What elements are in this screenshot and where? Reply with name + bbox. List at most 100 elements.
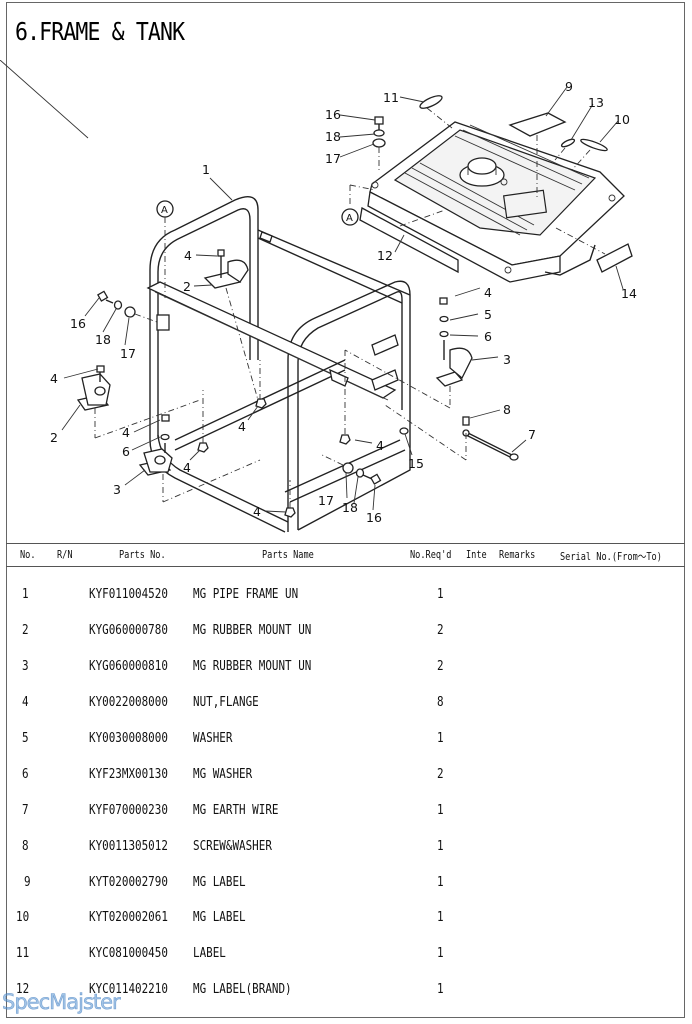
- rubber-mount-3-left: [138, 414, 261, 503]
- cell-parts-no: KY0022008000: [89, 695, 168, 710]
- cell-parts-name: WASHER: [193, 731, 233, 746]
- watermark-logo: SpecMajster: [2, 990, 121, 1015]
- cell-no: 10: [16, 910, 30, 925]
- nut-icon: [284, 507, 296, 518]
- cell-qty: 2: [437, 623, 444, 638]
- cell-parts-name: NUT,FLANGE: [193, 695, 259, 710]
- table-row: 5 KY0030008000 WASHER 1: [0, 731, 692, 751]
- cell-no: 6: [22, 767, 29, 782]
- cell-no: 7: [22, 803, 29, 818]
- table-row: 7 KYF070000230 MG EARTH WIRE 1: [0, 803, 692, 823]
- callout: 6: [122, 444, 130, 459]
- callout: 5: [484, 307, 492, 322]
- cell-no: 5: [22, 731, 29, 746]
- cell-no: 8: [22, 839, 29, 854]
- cell-parts-name: LABEL: [193, 946, 226, 961]
- cell-parts-no: KYT020002061: [89, 910, 168, 925]
- callout: 8: [503, 402, 511, 417]
- cell-parts-name: MG LABEL: [193, 910, 246, 925]
- cell-parts-name: MG RUBBER MOUNT UN: [193, 659, 312, 674]
- cell-qty: 8: [437, 695, 444, 710]
- label-12-shape: [359, 206, 459, 274]
- exploded-parts-diagram: 1 4 2 16 18 17 4 2 4 6 3 4 4 4 17 18 16 …: [0, 59, 692, 540]
- rubber-mount-3-right: [344, 297, 473, 435]
- table-row: 4 KY0022008000 NUT,FLANGE 8: [0, 695, 692, 715]
- callout: 17: [325, 151, 341, 166]
- callout: 18: [325, 129, 341, 144]
- callout: 7: [528, 427, 536, 442]
- header-rn: R/N: [57, 549, 73, 561]
- nut-icon: [255, 398, 267, 409]
- callout: 18: [95, 332, 111, 347]
- cell-qty: 1: [437, 803, 444, 818]
- cell-parts-no: KY0011305012: [89, 839, 168, 854]
- callout: 14: [621, 286, 637, 301]
- cell-qty: 1: [437, 910, 444, 925]
- cell-parts-name: MG PIPE FRAME UN: [193, 587, 299, 602]
- table-row: 8 KY0011305012 SCREW&WASHER 1: [0, 839, 692, 859]
- cell-parts-name: MG RUBBER MOUNT UN: [193, 623, 312, 638]
- table-row: 3 KYG060000810 MG RUBBER MOUNT UN 2: [0, 659, 692, 679]
- callout: 11: [383, 90, 399, 105]
- callout: 4: [376, 438, 384, 453]
- rubber-mount-2-lower: [76, 365, 201, 439]
- callout: 10: [614, 112, 630, 127]
- nut-icon: [339, 434, 351, 445]
- callout: 16: [366, 510, 382, 525]
- cell-qty: 1: [437, 982, 444, 997]
- cell-no: 4: [22, 695, 29, 710]
- page-title: 6.FRAME & TANK: [15, 17, 185, 46]
- callout: 4: [50, 371, 58, 386]
- table-row: 2 KYG060000780 MG RUBBER MOUNT UN 2: [0, 623, 692, 643]
- ref-label-a: A: [346, 213, 353, 224]
- header-serial: Serial No.(From～To): [560, 551, 662, 563]
- table-row: 10 KYT020002061 MG LABEL 1: [0, 910, 692, 930]
- callout: 4: [253, 504, 261, 519]
- header-parts-no: Parts No.: [119, 549, 166, 561]
- label-13-shape: [560, 138, 576, 148]
- header-no: No.: [20, 549, 36, 561]
- header-inte: Inte: [466, 549, 487, 561]
- table-header-border-bottom: [6, 566, 685, 567]
- table-row: 1 KYF011004520 MG PIPE FRAME UN 1: [0, 587, 692, 607]
- header-parts-name: Parts Name: [262, 549, 314, 561]
- callout: 15: [408, 456, 424, 471]
- header-remarks: Remarks: [499, 549, 536, 561]
- table-row: 6 KYF23MX00130 MG WASHER 2: [0, 767, 692, 787]
- cell-parts-no: KYG060000780: [89, 623, 168, 638]
- table-row: 11 KYC081000450 LABEL 1: [0, 946, 692, 966]
- nut-icon: [197, 442, 209, 453]
- callout: 4: [122, 425, 130, 440]
- callout: 17: [318, 493, 334, 508]
- cell-qty: 1: [437, 731, 444, 746]
- cell-parts-no: KYT020002790: [89, 875, 168, 890]
- callout: 18: [342, 500, 358, 515]
- label-14-shape: [596, 243, 633, 273]
- side-bolt-left: [97, 290, 158, 323]
- callout: 2: [50, 430, 58, 445]
- earth-wire: [384, 404, 519, 461]
- grommet-15: [399, 427, 409, 435]
- cell-parts-no: KYF070000230: [89, 803, 168, 818]
- cell-parts-name: MG LABEL(BRAND): [193, 982, 292, 997]
- callout: 4: [184, 248, 192, 263]
- label-10-shape: [580, 138, 608, 152]
- cell-qty: 1: [437, 587, 444, 602]
- table-header-border-top: [6, 543, 685, 544]
- cell-parts-name: MG LABEL: [193, 875, 246, 890]
- tank-bolt-stack: [372, 116, 386, 172]
- header-qty: No.Req'd: [410, 549, 452, 561]
- cell-qty: 2: [437, 659, 444, 674]
- callout: 4: [183, 460, 191, 475]
- cell-parts-name: SCREW&WASHER: [193, 839, 272, 854]
- callout: 1: [202, 162, 210, 177]
- pipe-frame: [146, 196, 411, 533]
- cell-parts-name: MG WASHER: [193, 767, 253, 782]
- cell-no: 11: [16, 946, 30, 961]
- callout: 9: [565, 79, 573, 94]
- cell-no: 3: [22, 659, 29, 674]
- cell-qty: 1: [437, 839, 444, 854]
- cell-no: 2: [22, 623, 29, 638]
- cell-parts-no: KYF23MX00130: [89, 767, 168, 782]
- cell-qty: 1: [437, 875, 444, 890]
